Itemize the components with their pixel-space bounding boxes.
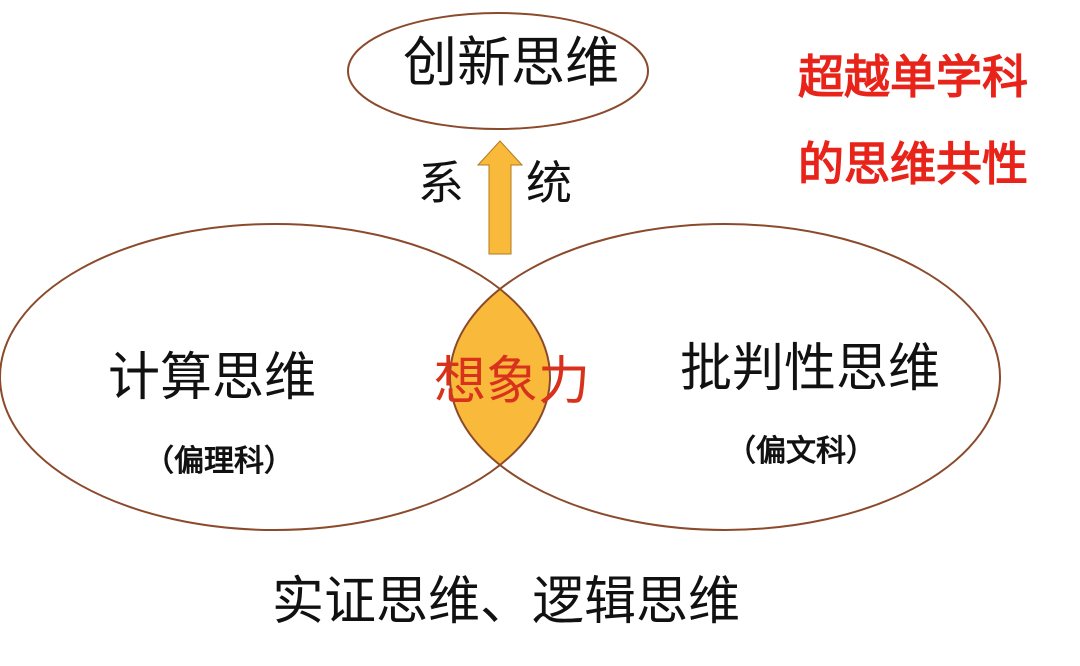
right-circle-label: 批判性思维 [680, 339, 941, 399]
right-circle-sublabel: （偏文科） [726, 434, 876, 469]
side-note-line-1: 超越单学科 [798, 50, 1028, 104]
up-arrow-icon [476, 140, 524, 255]
left-circle [0, 223, 551, 531]
intersection-label: 想象力 [434, 352, 591, 412]
right-circle [449, 223, 1001, 531]
left-circle-sublabel: （偏理科） [144, 444, 294, 479]
side-note-line-2: 的思维共性 [798, 137, 1028, 191]
arrow-label-right: 统 [526, 156, 572, 210]
bottom-caption: 实证思维、逻辑思维 [272, 572, 741, 632]
top-node-ellipse [347, 12, 649, 130]
arrow-label-left: 系 [418, 156, 464, 210]
top-node-label: 创新思维 [403, 31, 619, 94]
left-circle-label: 计算思维 [108, 348, 317, 408]
